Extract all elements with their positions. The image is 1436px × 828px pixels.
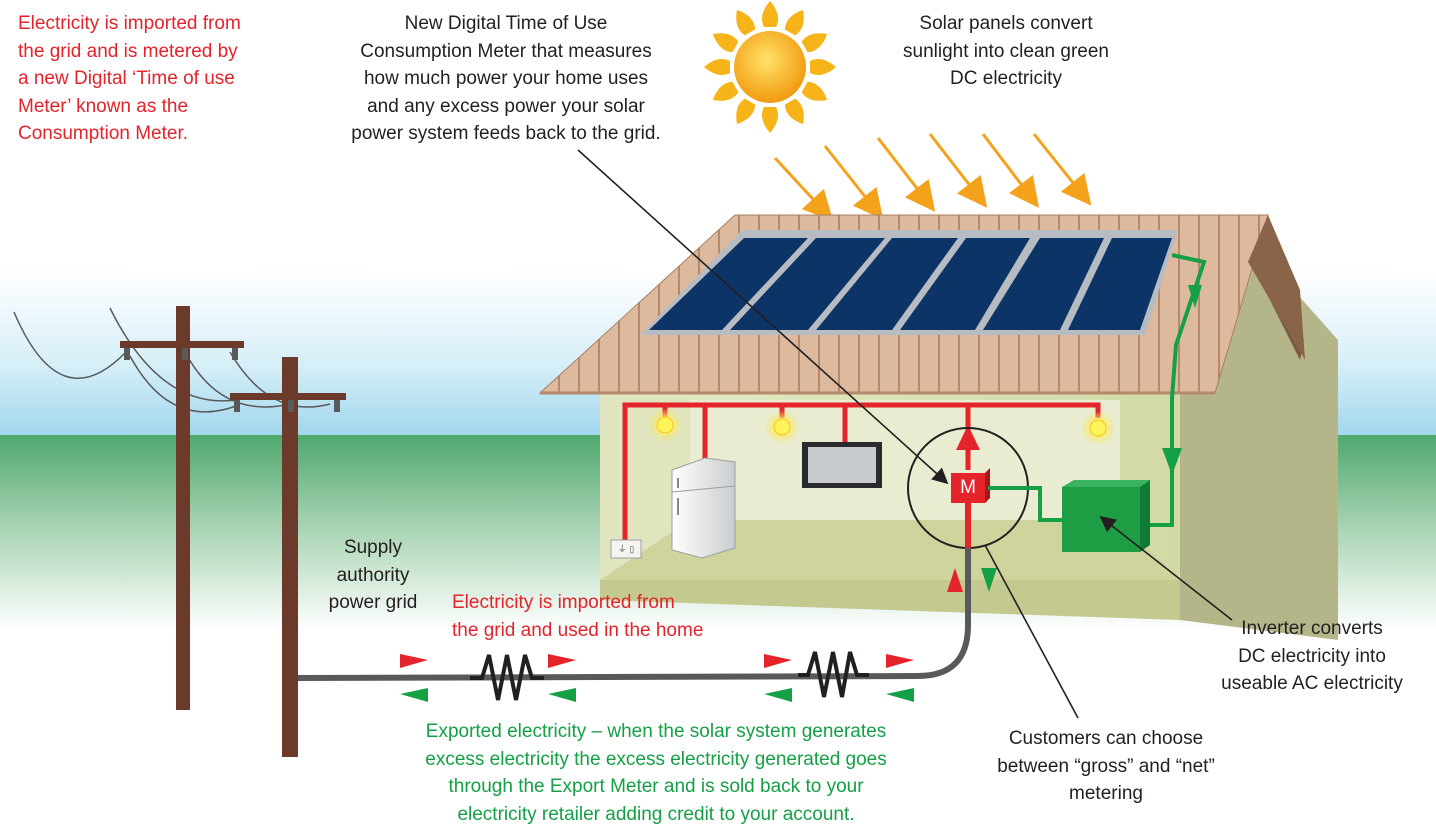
import-arrow-up-icon	[947, 568, 963, 592]
dc-arrow-down-icon	[1162, 448, 1182, 475]
callout-lines	[577, 149, 1233, 621]
outlet-label: ⏚ ▯	[617, 544, 635, 554]
export-arrow-down-icon	[981, 568, 997, 592]
import-metering-caption: Electricity is imported from the grid an…	[18, 13, 241, 144]
refrigerator-icon	[671, 457, 736, 559]
dc-wiring	[988, 253, 1207, 527]
inverter-icon	[1062, 480, 1150, 552]
light-bulb-icon	[648, 408, 682, 442]
sunlight-rays	[773, 133, 1092, 222]
flow-arrows	[400, 654, 914, 702]
light-bulb-icon	[765, 410, 799, 444]
light-bulb-icon	[1081, 411, 1115, 445]
sun-icon	[704, 1, 836, 133]
power-outlet-icon	[610, 539, 642, 559]
meter-symbol-label: M	[960, 477, 976, 498]
power-pole-icon	[120, 306, 244, 710]
power-pole-icon	[230, 357, 346, 757]
meter-icon	[951, 468, 990, 503]
export-caption: Exported electricity – when the solar sy…	[425, 721, 887, 825]
import-home-caption: Electricity is imported from the grid an…	[452, 592, 704, 641]
callout-line	[984, 544, 1079, 719]
dc-arrow-down-icon	[1188, 285, 1202, 308]
solar-panels-caption: Solar panels convert sunlight into clean…	[903, 13, 1109, 89]
supply-grid-caption: Supply authority power grid	[328, 537, 418, 613]
television-icon	[802, 442, 882, 488]
service-cable	[294, 503, 971, 681]
resistor-icon	[470, 651, 869, 701]
metering-choice-caption: Customers can choose between “gross” and…	[997, 728, 1215, 804]
solar-panels	[640, 230, 1178, 335]
inverter-caption: Inverter converts DC electricity into us…	[1221, 618, 1403, 694]
digital-meter-caption: New Digital Time of Use Consumption Mete…	[351, 13, 661, 144]
import-arrow-up-icon	[956, 425, 980, 450]
